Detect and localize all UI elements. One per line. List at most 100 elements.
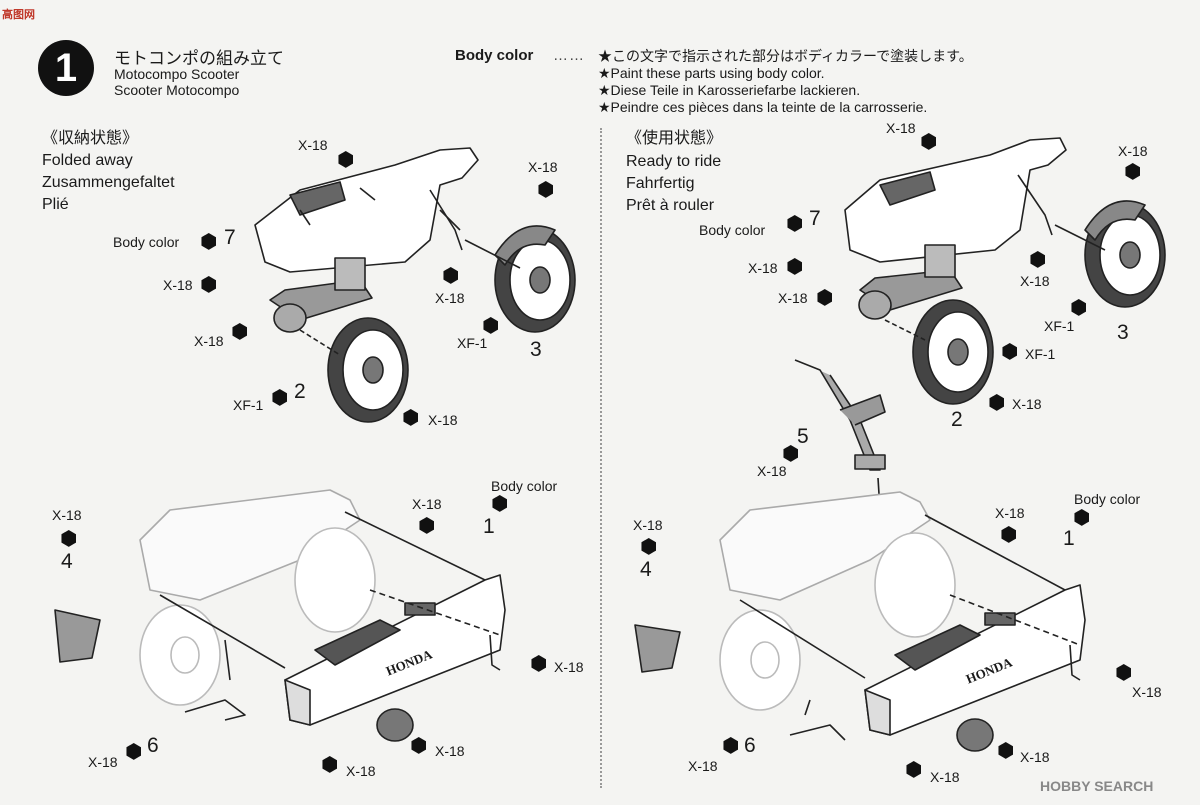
body-color-note-jp: ★この文字で指示された部分はボディカラーで塗装します。 — [598, 48, 973, 64]
part-number: 1 — [483, 515, 495, 538]
paint-hex-icon: ⬢ — [530, 653, 548, 675]
part-number: 7 — [224, 226, 236, 249]
paint-hex-icon: ⬢ — [1115, 662, 1133, 684]
body-color-label: Body color — [1074, 491, 1141, 507]
part-number: 3 — [1117, 321, 1129, 344]
paint-label: X-18 — [633, 517, 663, 533]
paint-label: X-18 — [930, 769, 960, 785]
part-number: 2 — [951, 408, 963, 431]
step-title-fr: Scooter Motocompo — [114, 82, 240, 98]
paint-label: X-18 — [298, 137, 328, 153]
panel-divider — [600, 128, 602, 788]
paint-label: X-18 — [1020, 749, 1050, 765]
paint-hex-icon: ⬢ — [1000, 524, 1018, 546]
part-number: 6 — [147, 734, 159, 757]
paint-hex-icon: ⬢ — [60, 528, 78, 550]
left-state-jp: 《収納状態》 — [42, 130, 139, 147]
paint-hex-icon: ⬢ — [482, 315, 500, 337]
part-number: 6 — [744, 734, 756, 757]
body-color-label: Body color — [455, 47, 534, 64]
paint-hex-icon: ⬢ — [997, 740, 1015, 762]
paint-hex-icon: ⬢ — [200, 274, 218, 296]
paint-label: X-18 — [778, 290, 808, 306]
paint-label: X-18 — [412, 496, 442, 512]
paint-hex-icon: ⬢ — [988, 392, 1006, 414]
paint-label: X-18 — [52, 507, 82, 523]
paint-hex-icon: ⬢ — [271, 387, 289, 409]
paint-hex-icon: ⬢ — [786, 256, 804, 278]
paint-hex-icon: ⬢ — [442, 265, 460, 287]
paint-label: X-18 — [748, 260, 778, 276]
paint-hex-icon: ⬢ — [321, 754, 339, 776]
paint-hex-icon: ⬢ — [337, 149, 355, 171]
paint-label: X-18 — [1012, 396, 1042, 412]
paint-label: X-18 — [435, 290, 465, 306]
paint-hex-icon: ⬢ — [410, 735, 428, 757]
right-state-de: Fahrfertig — [626, 175, 695, 192]
paint-label: X-18 — [995, 505, 1025, 521]
right-state-fr: Prêt à rouler — [626, 197, 715, 214]
right-state-en: Ready to ride — [626, 153, 722, 170]
paint-label: X-18 — [757, 463, 787, 479]
part-number: 4 — [61, 550, 73, 573]
right-state-jp: 《使用状態》 — [626, 130, 723, 147]
paint-hex-icon: ⬢ — [402, 407, 420, 429]
paint-label: X-18 — [528, 159, 558, 175]
part-number: 4 — [640, 558, 652, 581]
paint-label: X-18 — [88, 754, 118, 770]
part-number: 3 — [530, 338, 542, 361]
paint-label: XF-1 — [457, 335, 488, 351]
part-number: 2 — [294, 380, 306, 403]
body-color-note-en: ★Paint these parts using body color. — [598, 65, 825, 81]
paint-hex-icon: ⬢ — [1001, 341, 1019, 363]
body-color-label: Body color — [113, 234, 180, 250]
paint-label: X-18 — [194, 333, 224, 349]
paint-label: X-18 — [346, 763, 376, 779]
part-number: 1 — [1063, 527, 1075, 550]
paint-label: X-18 — [688, 758, 718, 774]
paint-hex-icon: ⬢ — [125, 741, 143, 763]
paint-hex-icon: ⬢ — [231, 321, 249, 343]
paint-hex-icon: ⬢ — [491, 493, 509, 515]
paint-label: XF-1 — [1044, 318, 1075, 334]
step-number-badge: 1 — [38, 40, 94, 96]
paint-hex-icon: ⬢ — [786, 213, 804, 235]
paint-hex-icon: ⬢ — [782, 443, 800, 465]
left-state-en: Folded away — [42, 152, 133, 169]
paint-hex-icon: ⬢ — [722, 735, 740, 757]
body-color-note-de: ★Diese Teile in Karosseriefarbe lackiere… — [598, 82, 861, 98]
body-color-dots: …… — [553, 47, 585, 64]
paint-hex-icon: ⬢ — [1073, 507, 1091, 529]
body-color-label: Body color — [699, 222, 766, 238]
part-number: 5 — [797, 425, 809, 448]
paint-hex-icon: ⬢ — [1124, 161, 1142, 183]
paint-hex-icon: ⬢ — [905, 759, 923, 781]
paint-hex-icon: ⬢ — [640, 536, 658, 558]
watermark-logo-right: HOBBY SEARCH — [1040, 778, 1154, 794]
step-title-jp: モトコンポの組み立て — [114, 49, 284, 68]
body-color-note-fr: ★Peindre ces pièces dans la teinte de la… — [598, 99, 928, 115]
left-state-fr: Plié — [42, 196, 69, 213]
paint-label: X-18 — [435, 743, 465, 759]
paint-hex-icon: ⬢ — [816, 287, 834, 309]
paint-hex-icon: ⬢ — [1070, 297, 1088, 319]
step-title-en: Motocompo Scooter — [114, 66, 240, 82]
paint-label: X-18 — [554, 659, 584, 675]
paint-hex-icon: ⬢ — [418, 515, 436, 537]
watermark-logo-left: 高图网 — [2, 9, 35, 21]
paint-hex-icon: ⬢ — [1029, 249, 1047, 271]
part-number: 7 — [809, 207, 821, 230]
paint-label: X-18 — [1020, 273, 1050, 289]
paint-label: X-18 — [163, 277, 193, 293]
paint-label: X-18 — [428, 412, 458, 428]
paint-label: X-18 — [1118, 143, 1148, 159]
paint-hex-icon: ⬢ — [200, 231, 218, 253]
paint-label: X-18 — [886, 120, 916, 136]
body-color-label: Body color — [491, 478, 558, 494]
paint-hex-icon: ⬢ — [537, 179, 555, 201]
left-state-de: Zusammengefaltet — [42, 174, 175, 191]
paint-label: X-18 — [1132, 684, 1162, 700]
paint-hex-icon: ⬢ — [920, 131, 938, 153]
paint-label: XF-1 — [233, 397, 264, 413]
